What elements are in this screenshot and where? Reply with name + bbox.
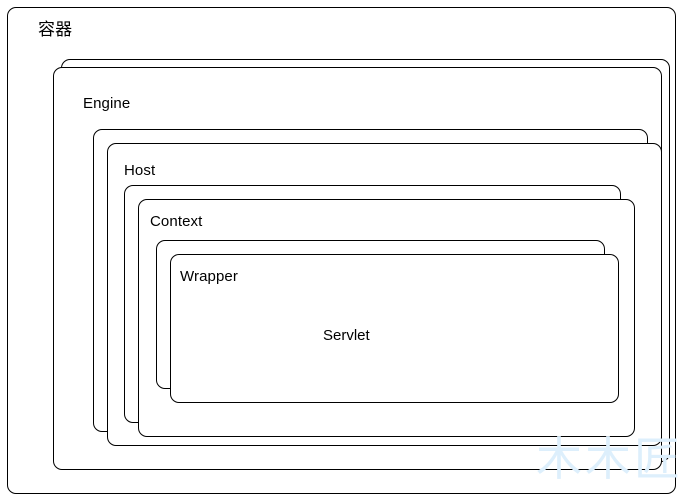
box-label-host: Host — [124, 162, 156, 179]
box-label-container: 容器 — [38, 20, 73, 39]
box-label-wrapper: Wrapper — [180, 268, 238, 285]
box-label-context: Context — [150, 213, 203, 230]
box-wrapper[interactable] — [170, 254, 619, 403]
center-label-servlet: Servlet — [323, 327, 370, 344]
box-label-engine: Engine — [83, 95, 131, 112]
